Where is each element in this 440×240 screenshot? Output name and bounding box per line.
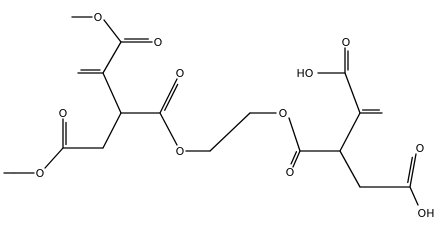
double-bond bbox=[409, 153, 417, 188]
bond-layer bbox=[3, 16, 419, 206]
oxygen-label: O bbox=[286, 166, 295, 179]
single-bond bbox=[339, 150, 361, 188]
oxygen-label: O bbox=[36, 167, 45, 180]
single-bond bbox=[103, 19, 122, 43]
double-bond bbox=[159, 78, 178, 114]
single-bond bbox=[339, 112, 361, 152]
single-bond bbox=[102, 72, 122, 114]
double-bond bbox=[164, 83, 179, 111]
oxygen-label: O bbox=[94, 11, 103, 24]
hydroxyl-label: HO bbox=[297, 67, 314, 80]
oxygen-label: O bbox=[416, 142, 425, 155]
double-bond bbox=[292, 150, 301, 168]
oxygen-label: O bbox=[59, 107, 68, 120]
single-bond bbox=[44, 147, 64, 169]
oxygen-label: O bbox=[279, 107, 288, 120]
single-bond bbox=[409, 186, 419, 206]
oxygen-label: O bbox=[176, 67, 185, 80]
single-bond bbox=[344, 72, 361, 114]
atom-label-layer: O O O O O O O O O HO O OH bbox=[36, 11, 435, 220]
single-bond bbox=[102, 112, 122, 149]
single-bond bbox=[102, 41, 122, 74]
double-bond bbox=[407, 156, 413, 184]
structure-diagram: O O O O O O O O O HO O OH bbox=[3, 11, 435, 220]
hydroxyl-label: OH bbox=[418, 207, 435, 220]
single-bond bbox=[288, 117, 301, 152]
oxygen-label: O bbox=[176, 145, 185, 158]
single-bond bbox=[209, 112, 251, 152]
double-bond bbox=[290, 151, 298, 165]
oxygen-label: O bbox=[154, 36, 163, 49]
oxygen-label: O bbox=[342, 36, 351, 49]
single-bond bbox=[159, 112, 178, 146]
